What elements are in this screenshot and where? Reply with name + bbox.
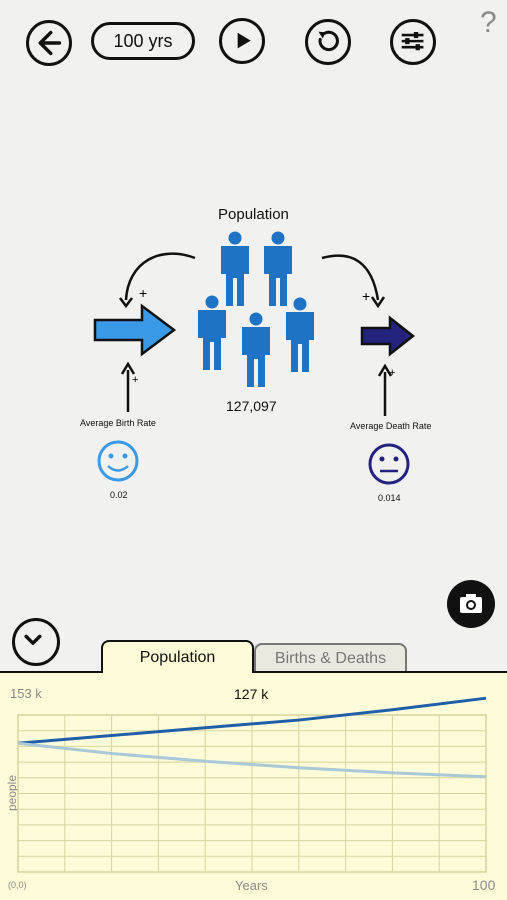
series-line-1 bbox=[17, 741, 487, 779]
chart-series bbox=[17, 696, 487, 779]
chart-grid bbox=[17, 714, 487, 873]
outflow-link-arrow bbox=[321, 254, 380, 301]
people-icon bbox=[198, 231, 314, 387]
person-figure bbox=[198, 295, 226, 370]
person-figure bbox=[286, 297, 314, 372]
current-value-label: 127 k bbox=[234, 686, 269, 702]
x-max-label: 100 bbox=[472, 877, 496, 893]
chart-panel bbox=[0, 671, 507, 900]
plus-sign-inflow: + bbox=[139, 285, 147, 301]
collapse-chart-button[interactable] bbox=[12, 618, 60, 666]
back-button[interactable] bbox=[26, 20, 72, 66]
arrow-left-icon bbox=[38, 30, 62, 56]
death-rate-label: Average Death Rate bbox=[350, 421, 432, 431]
help-button[interactable]: ? bbox=[480, 6, 497, 39]
y-max-label: 153 k bbox=[10, 686, 42, 701]
play-button[interactable] bbox=[219, 18, 265, 64]
plus-sign-death: + bbox=[389, 367, 395, 379]
birth-flow-arrow[interactable] bbox=[93, 303, 177, 357]
chevron-down-icon bbox=[24, 634, 42, 645]
series-line-0 bbox=[17, 696, 487, 745]
population-chart bbox=[17, 696, 487, 873]
population-label: Population bbox=[218, 206, 289, 223]
duration-label: 100 yrs bbox=[113, 31, 173, 51]
plus-sign-birth: + bbox=[132, 374, 138, 386]
person-figure bbox=[221, 231, 249, 306]
camera-icon bbox=[460, 594, 482, 613]
model-diagram: + + + + bbox=[93, 231, 416, 485]
population-value: 127,097 bbox=[226, 398, 277, 414]
duration-selector[interactable]: 100 yrs bbox=[91, 22, 195, 60]
reset-button[interactable] bbox=[305, 19, 351, 65]
x-axis-label: Years bbox=[235, 878, 268, 893]
death-rate-value: 0.014 bbox=[378, 493, 401, 503]
inflow-link-arrow bbox=[124, 252, 196, 301]
camera-button[interactable] bbox=[447, 580, 495, 628]
origin-label: (0,0) bbox=[8, 880, 27, 890]
tab-births-deaths[interactable]: Births & Deaths bbox=[254, 643, 407, 673]
person-figure bbox=[242, 312, 270, 387]
birth-rate-label: Average Birth Rate bbox=[80, 418, 156, 428]
plus-sign-outflow: + bbox=[362, 288, 370, 304]
happy-face-icon[interactable] bbox=[97, 440, 139, 482]
birth-rate-value: 0.02 bbox=[110, 490, 128, 500]
tab-population-label: Population bbox=[139, 649, 216, 666]
reset-icon bbox=[318, 30, 339, 52]
person-figure bbox=[264, 231, 292, 306]
tab-births-deaths-label: Births & Deaths bbox=[274, 650, 387, 667]
tab-population[interactable]: Population bbox=[101, 640, 254, 673]
settings-button[interactable] bbox=[390, 19, 436, 65]
sliders-icon bbox=[401, 32, 424, 51]
neutral-face-icon[interactable] bbox=[368, 443, 410, 485]
play-icon bbox=[237, 32, 251, 49]
death-flow-arrow[interactable] bbox=[360, 315, 416, 357]
